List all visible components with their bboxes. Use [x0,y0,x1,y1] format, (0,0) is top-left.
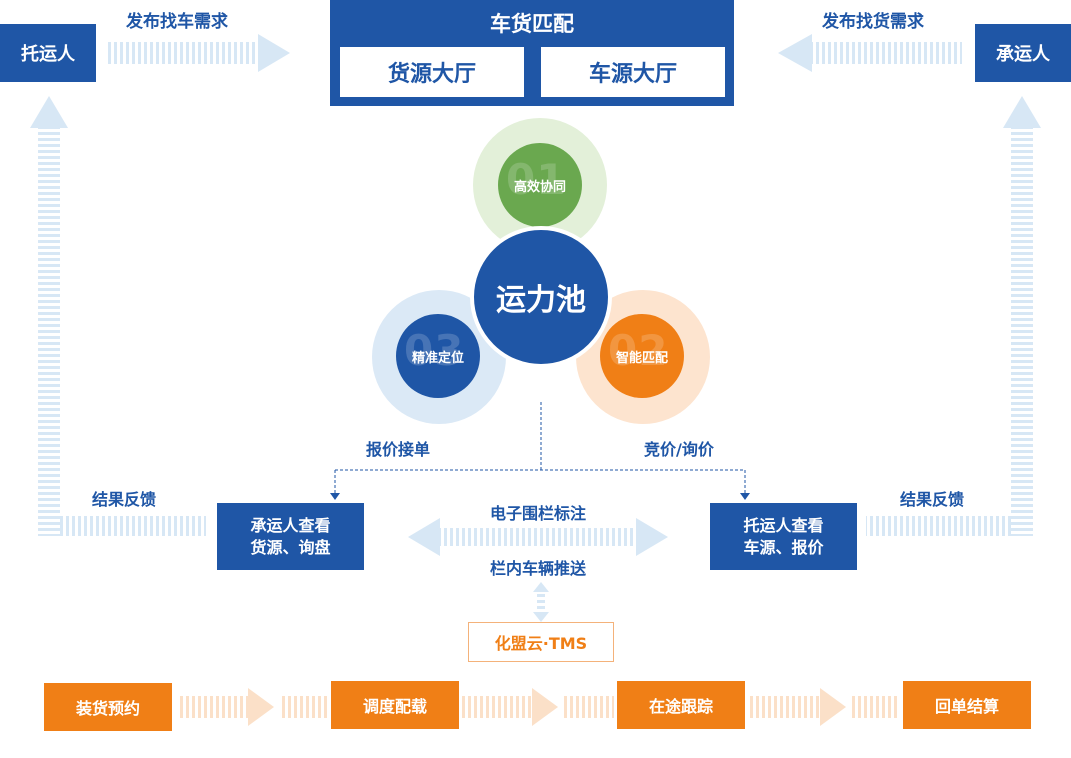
dashed-connector [334,402,746,494]
label-publish-cargo-demand: 发布找货需求 [822,12,924,32]
process-step-4: 回单结算 [903,681,1031,729]
label-feedback-right: 结果反馈 [900,490,965,509]
node-03-number: 03 [404,326,465,375]
process-arrow-2 [462,688,614,726]
label-publish-vehicle-demand: 发布找车需求 [126,12,228,32]
node-03: 03 精准定位 [396,314,480,398]
carrier-view-box: 承运人查看 货源、询盘 [217,503,364,570]
match-box: 车货匹配 货源大厅 车源大厅 [330,0,734,106]
arrow-carrier-to-match [778,34,962,72]
process-step-1: 装货预约 [44,683,172,731]
capacity-pool-label: 运力池 [496,283,586,318]
capacity-pool: 运力池 [470,226,612,368]
label-bid-inquiry: 竞价/询价 [644,440,714,459]
process-arrow-1 [178,688,328,726]
node-03-label: 精准定位 [411,350,464,366]
label-push: 栏内车辆推送 [490,559,587,578]
shipper-view-line1: 托运人查看 [743,515,824,535]
label-feedback-left: 结果反馈 [92,490,157,509]
process-step-2: 调度配载 [331,681,459,729]
vehicle-hall: 车源大厅 [541,47,725,97]
label-quote-accept: 报价接单 [366,440,431,459]
carrier-view-line1: 承运人查看 [250,515,331,535]
node-02-label: 智能匹配 [615,350,668,366]
cargo-hall: 货源大厅 [340,47,524,97]
match-title: 车货匹配 [490,12,574,36]
shipper-box: 托运人 [0,24,96,82]
shipper-view-box: 托运人查看 车源、报价 [710,503,857,570]
arrow-tms [533,582,549,622]
arrow-bidirectional [408,518,668,556]
arrow-left-vertical [30,96,206,536]
process-arrow-3 [748,688,900,726]
arrow-shipper-to-match [108,34,290,72]
node-01-number: 01 [506,155,567,204]
tms-box: 化盟云·TMS [468,622,614,662]
carrier-box: 承运人 [975,24,1071,82]
label-geofence: 电子围栏标注 [490,504,587,523]
process-step-3: 在途跟踪 [617,681,745,729]
carrier-view-line2: 货源、询盘 [250,537,331,557]
node-02-number: 02 [608,326,669,375]
shipper-view-line2: 车源、报价 [743,537,824,557]
node-01: 01 高效协同 [498,143,582,227]
arrow-right-vertical [866,96,1041,536]
node-02: 02 智能匹配 [600,314,684,398]
node-01-label: 高效协同 [513,179,566,195]
